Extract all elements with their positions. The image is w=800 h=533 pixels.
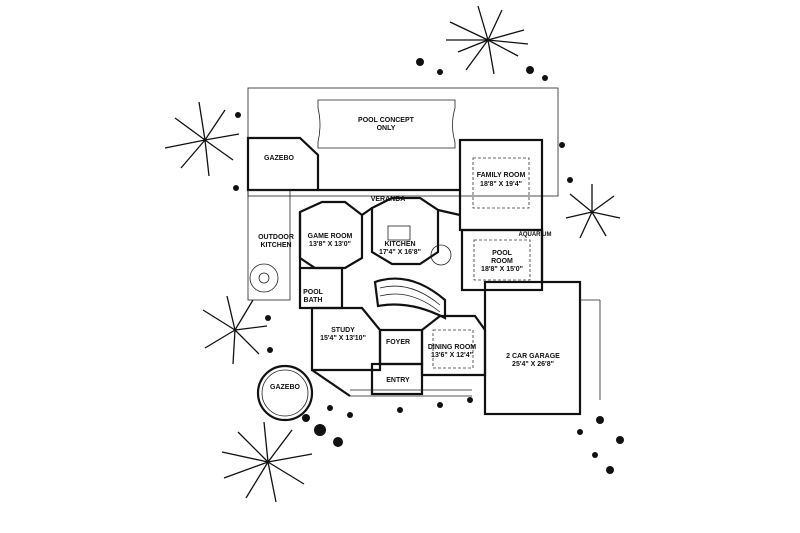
kitchen-size: 17'4" X 16'8" [379, 249, 421, 256]
pool-bath-label-2: BATH [304, 297, 323, 304]
palm-tree-top-left [164, 101, 240, 177]
gazebo-bottom-label: GAZEBO [270, 384, 301, 391]
palm-tree-right [565, 184, 621, 239]
foyer-label: FOYER [386, 339, 410, 346]
garage-label: 2 CAR GARAGE [506, 353, 560, 360]
dining-room-label: DINING ROOM [428, 344, 476, 351]
kitchen-label: KITCHEN [384, 241, 415, 248]
outdoor-kitchen-label-1: OUTDOOR [258, 234, 294, 241]
pool-room-label-2: ROOM [491, 258, 513, 265]
aquarium-label: AQUARIUM [519, 232, 552, 238]
study-size: 15'4" X 13'10" [320, 335, 366, 342]
game-room-label: GAME ROOM [308, 233, 353, 240]
pool-room-size: 18'8" X 15'0" [481, 266, 523, 273]
palm-tree-bottom [221, 421, 313, 503]
garage-size: 25'4" X 26'8" [512, 361, 554, 368]
study-label: STUDY [331, 327, 355, 334]
pool-bath-label-1: POOL [303, 289, 324, 296]
pool-concept-note: ONLY [377, 125, 396, 132]
outdoor-kitchen-label-2: KITCHEN [260, 242, 291, 249]
palm-tree-left [202, 295, 268, 365]
gazebo-top-label: GAZEBO [264, 155, 295, 162]
palm-tree-top-right [446, 5, 529, 75]
entry-label: ENTRY [386, 377, 410, 384]
veranda-label: VERANDA [371, 196, 406, 203]
dining-room-size: 13'6" X 12'4" [431, 352, 473, 359]
pool-room-label-1: POOL [492, 250, 513, 257]
family-room-size: 18'8" X 19'4" [480, 181, 522, 188]
pool-concept-label: POOL CONCEPT [358, 117, 415, 124]
family-room-label: FAMILY ROOM [477, 172, 526, 179]
game-room-size: 13'8" X 13'0" [309, 241, 351, 248]
shrubbery [233, 58, 624, 474]
